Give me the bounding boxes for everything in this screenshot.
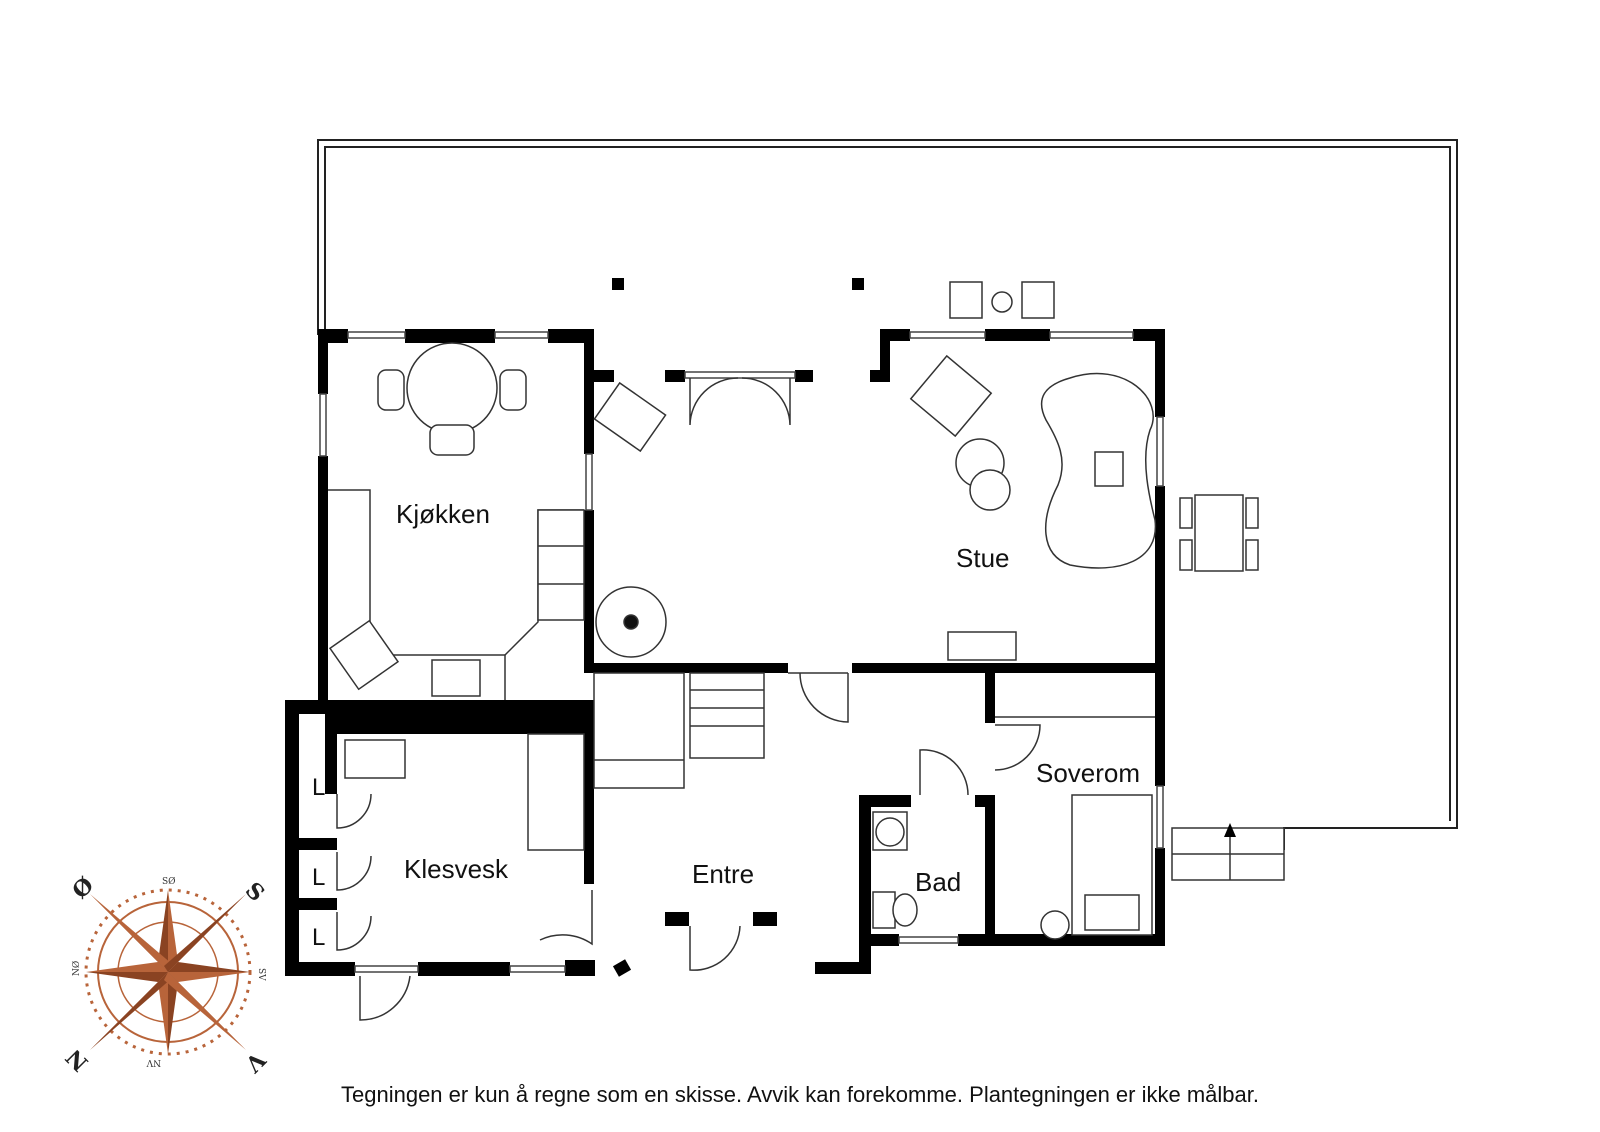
compass-label-v: V [239, 1046, 271, 1078]
disclaimer-text: Tegningen er kun å regne som en skisse. … [341, 1082, 1259, 1107]
storage-label: L [312, 774, 325, 801]
doors [336, 377, 1041, 1021]
room-label-living: Stue [956, 543, 1010, 573]
compass-label-sv: SV [256, 968, 266, 981]
room-label-kitchen: Kjøkken [396, 499, 490, 529]
compass-label-o: Ø [67, 872, 99, 904]
room-label-laundry: Klesvesk [404, 854, 509, 884]
storage-label: L [312, 864, 325, 891]
room-label-bedroom: Soverom [1036, 758, 1140, 788]
entrance-arrow [1224, 823, 1236, 837]
furniture [328, 281, 1285, 940]
room-label-entrance: Entre [692, 859, 754, 889]
room-label-bathroom: Bad [915, 867, 961, 897]
terrace-outline [317, 139, 1458, 850]
compass-label-no: NØ [71, 961, 82, 976]
compass-label-s: S [240, 877, 270, 907]
storage-label: L [312, 924, 325, 951]
compass-label-so: SØ [162, 876, 176, 887]
windows [319, 331, 1164, 973]
post [852, 278, 864, 290]
compass-label-nv: NV [146, 1057, 161, 1067]
compass-label-n: N [61, 1044, 94, 1077]
post [612, 278, 624, 290]
compass-rose [84, 888, 252, 1056]
walls [285, 329, 1165, 977]
